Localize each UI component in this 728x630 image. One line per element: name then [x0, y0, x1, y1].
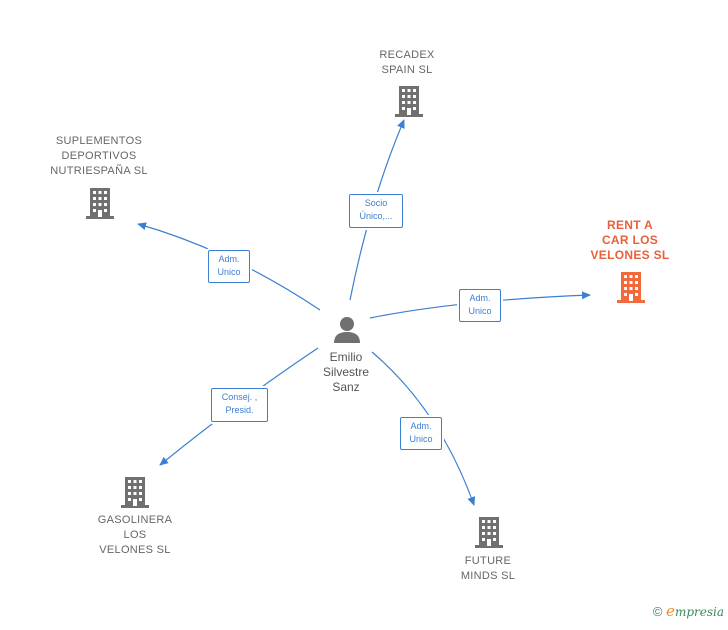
person-icon[interactable] [334, 317, 360, 343]
copyright-icon: © [652, 604, 663, 619]
edge-label-future: Adm. Unico [400, 417, 442, 450]
edge-label-recadex: Socio Único,... [349, 194, 403, 228]
company-label-recadex[interactable]: RECADEX SPAIN SL [379, 49, 435, 76]
company-label-future[interactable]: FUTURE MINDS SL [460, 555, 516, 582]
edge-label-rentacar: Adm. Unico [459, 289, 501, 322]
company-label-suplementos[interactable]: SUPLEMENTOS DEPORTIVOS NUTRIESPAÑA SL [50, 135, 148, 177]
building-icon[interactable] [86, 188, 114, 219]
person-name[interactable]: Emilio Silvestre Sanz [322, 350, 369, 394]
building-icon[interactable] [395, 84, 423, 117]
building-icon[interactable] [475, 517, 503, 548]
company-label-gasolinera[interactable]: GASOLINERA LOS VELONES SL [97, 514, 173, 556]
edge-label-gasolinera: Consej. , Presid. [211, 388, 268, 422]
footer-brand: © empresia [653, 602, 724, 620]
building-icon-highlight[interactable] [617, 272, 645, 303]
edge-label-suplementos: Adm. Unico [208, 250, 250, 283]
company-label-rentacar[interactable]: RENT A CAR LOS VELONES SL [590, 218, 670, 262]
brand-logo: empresia [666, 602, 724, 620]
building-icon[interactable] [121, 477, 149, 508]
